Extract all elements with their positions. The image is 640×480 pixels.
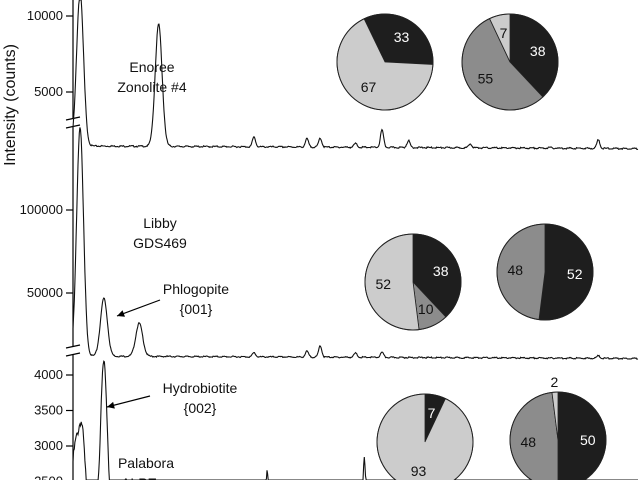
- pie-slice-label: 7: [428, 405, 436, 421]
- y-tick-label: 5000: [34, 84, 63, 99]
- y-tick-label: 4000: [34, 367, 63, 382]
- annotation-arrow: [106, 395, 151, 408]
- pie-outline: [336, 13, 434, 111]
- y-axis: [65, 0, 81, 480]
- pie-chart: 38 55 7: [461, 13, 559, 111]
- pie-outline: [376, 393, 474, 480]
- pie-chart: 7 93: [376, 393, 474, 480]
- pie-slice-label: 67: [361, 79, 377, 95]
- y-tick-label: 3500: [34, 403, 63, 418]
- pie-chart: 33 67: [336, 13, 434, 111]
- pie-outline: [496, 223, 594, 321]
- pie-slice-label: 48: [521, 434, 537, 450]
- xrd-trace: [72, 0, 639, 151]
- pie-slice-label: 10: [418, 301, 434, 317]
- pie-outline: [461, 13, 559, 111]
- sample-label: Zonolite #4: [117, 79, 186, 95]
- pie-chart: 52 48: [496, 223, 594, 321]
- pie-slice-label: 55: [478, 71, 494, 87]
- peak-annotation: {002}: [184, 400, 217, 416]
- y-axis-label: Intensity (counts): [2, 44, 19, 166]
- peak-annotation: Hydrobiotite: [163, 380, 238, 396]
- annotation-arrow: [116, 299, 161, 317]
- pie-chart: 38 10 52: [364, 233, 462, 331]
- pie-slice: [364, 233, 420, 331]
- y-tick-label: 100000: [20, 202, 63, 217]
- pie-slice-label: 93: [411, 463, 427, 479]
- pie-outline: [509, 391, 607, 480]
- y-tick-label: 2500: [34, 474, 63, 480]
- y-tick-label: 3000: [34, 438, 63, 453]
- peak-annotation: Phlogopite: [163, 281, 229, 297]
- pie-slice-label: 2: [551, 374, 559, 390]
- y-tick-label: 50000: [27, 285, 63, 300]
- pie-slice-label: 52: [567, 266, 583, 282]
- sample-label: Palabora: [118, 455, 174, 471]
- pie-slice-label: 50: [580, 432, 596, 448]
- sample-label: GDS469: [133, 235, 187, 251]
- pie-slice-label: 33: [394, 29, 410, 45]
- pie-slice-label: 48: [508, 262, 524, 278]
- sample-label: Libby: [143, 215, 176, 231]
- pie-chart: 50 48 2: [509, 374, 607, 480]
- arrow-head: [107, 401, 115, 409]
- pie-slice-label: 38: [530, 43, 546, 59]
- panel-3: 2500 3000 3500 4000PalaboraALPE… Hydrobiotit…: [34, 360, 638, 480]
- pie-outline: [364, 233, 462, 331]
- sample-label: Enoree: [129, 59, 174, 75]
- peak-annotation: {001}: [180, 301, 213, 317]
- pie-slice-label: 52: [376, 276, 392, 292]
- pie-slice-label: 7: [500, 25, 508, 41]
- pie-slice-label: 38: [433, 263, 449, 279]
- y-tick-label: 10000: [27, 8, 63, 23]
- xrd-trace: [72, 127, 639, 360]
- arrow-head: [117, 310, 125, 317]
- sample-label: ALPE…: [121, 475, 171, 480]
